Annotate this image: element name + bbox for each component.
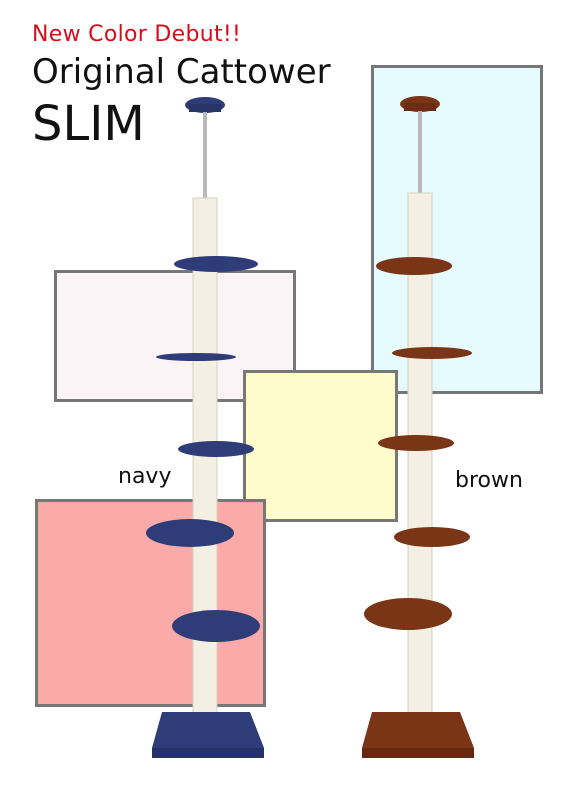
label-brown: brown	[455, 468, 523, 493]
tagline: New Color Debut!!	[32, 22, 242, 47]
brown-shelf-1	[376, 257, 452, 275]
brown-base	[362, 712, 474, 748]
product-title: Original Cattower	[32, 52, 331, 92]
label-navy: navy	[118, 464, 172, 489]
navy-shelf-1	[174, 256, 258, 272]
navy-base	[152, 712, 264, 748]
swatch-light-blue	[371, 65, 543, 394]
brown-sisal-post	[407, 192, 433, 729]
brown-shelf-3	[378, 435, 454, 451]
navy-shelf-4	[146, 519, 234, 547]
brown-shelf-2	[392, 347, 472, 359]
brown-shelf-5	[364, 598, 452, 630]
brown-shelf-4	[394, 527, 470, 547]
brown-tension-pole	[418, 111, 422, 197]
navy-shelf-2	[156, 353, 236, 361]
navy-shelf-3	[178, 441, 254, 457]
navy-tension-pole	[203, 112, 207, 202]
product-subtitle: SLIM	[32, 96, 145, 152]
navy-shelf-5	[172, 610, 260, 642]
